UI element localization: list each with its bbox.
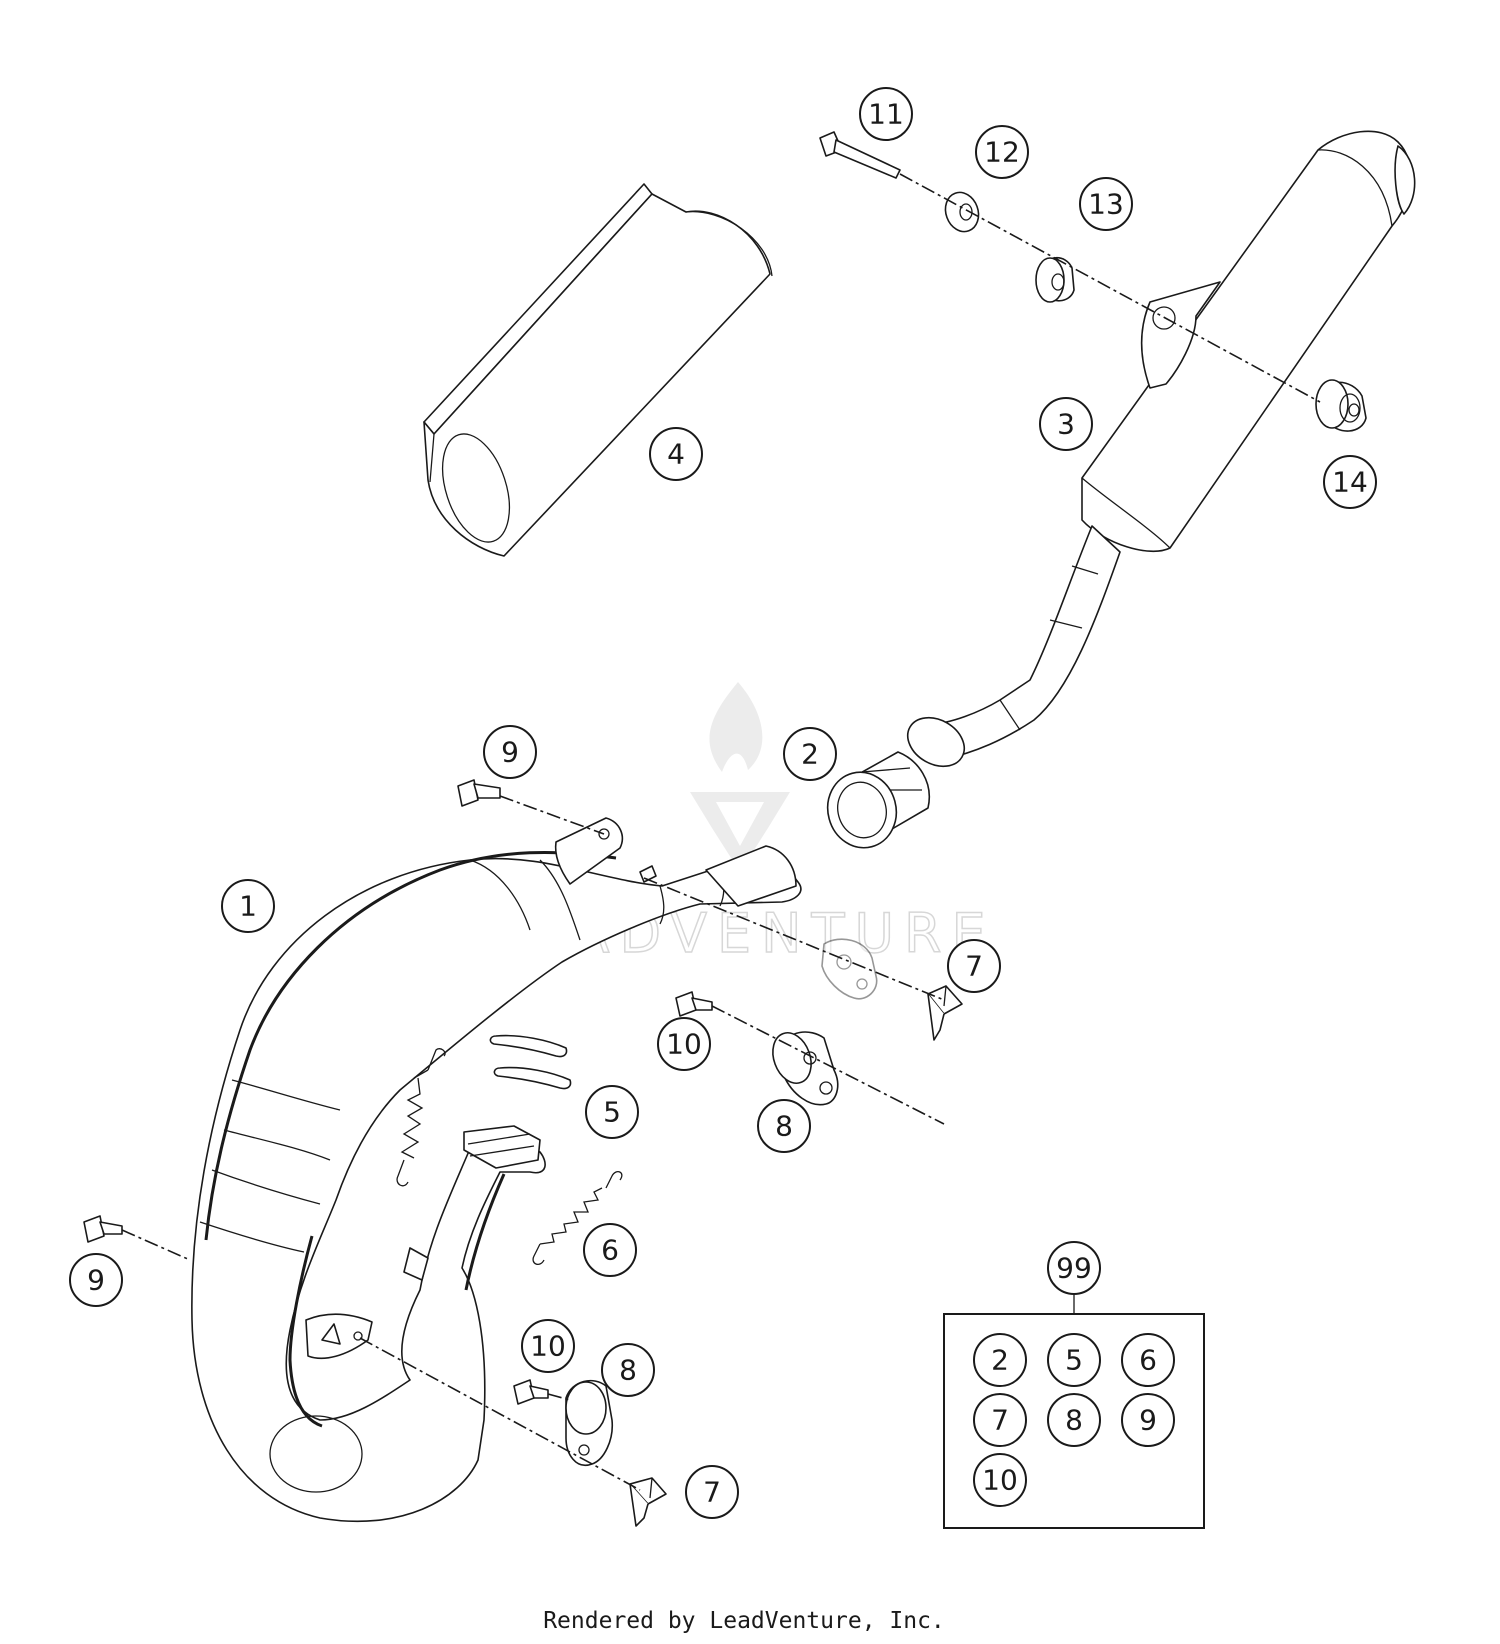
- svg-text:1: 1: [239, 890, 257, 923]
- callout-10-upper: 10: [657, 1017, 711, 1071]
- part-damper-lower: [565, 1379, 614, 1467]
- kit-99-label: 99: [1047, 1241, 1101, 1295]
- svg-text:10: 10: [530, 1330, 566, 1363]
- part-washer: [944, 191, 980, 233]
- callout-1: 1: [221, 879, 275, 933]
- assembly-leader-lines: [121, 173, 1321, 1491]
- svg-text:6: 6: [601, 1234, 619, 1267]
- watermark-flame-icon: [709, 682, 763, 772]
- svg-text:9: 9: [1139, 1404, 1157, 1437]
- svg-text:5: 5: [603, 1096, 621, 1129]
- part-gaskets: [489, 1034, 572, 1090]
- callout-9-lower: 9: [69, 1253, 123, 1307]
- part-bolt-10-lower: [513, 1379, 549, 1405]
- svg-text:7: 7: [965, 950, 983, 983]
- svg-text:9: 9: [501, 736, 519, 769]
- part-bolt-9-lower: [83, 1215, 123, 1243]
- callout-8-middle: 8: [757, 1099, 811, 1153]
- kit-item-4: 7: [973, 1393, 1027, 1447]
- svg-text:14: 14: [1332, 466, 1368, 499]
- callout-9-upper: 9: [483, 725, 537, 779]
- part-bolt-11: [819, 131, 901, 179]
- callout-7-upper: 7: [947, 939, 1001, 993]
- callout-14: 14: [1323, 455, 1377, 509]
- callout-7-lower: 7: [685, 1465, 739, 1519]
- svg-text:5: 5: [1065, 1344, 1083, 1377]
- svg-text:8: 8: [775, 1110, 793, 1143]
- svg-text:4: 4: [667, 438, 685, 471]
- part-grommet-13: [1035, 256, 1075, 303]
- part-heat-shield-sleeve: [423, 183, 773, 557]
- part-silencer: [906, 130, 1416, 768]
- kit-item-5: 8: [1047, 1393, 1101, 1447]
- callout-8-lower: 8: [601, 1343, 655, 1397]
- svg-text:6: 6: [1139, 1344, 1157, 1377]
- part-exhaust-pipe: [191, 817, 802, 1523]
- part-bolt-10-upper: [675, 991, 713, 1017]
- svg-text:3: 3: [1057, 408, 1075, 441]
- callout-13: 13: [1079, 177, 1133, 231]
- part-clip-nut-lower: [629, 1477, 667, 1527]
- svg-text:8: 8: [619, 1354, 637, 1387]
- svg-text:7: 7: [991, 1404, 1009, 1437]
- part-grommet-14: [1315, 379, 1367, 432]
- kit-item-3: 6: [1121, 1333, 1175, 1387]
- callout-6: 6: [583, 1223, 637, 1277]
- kit-99-group: 99 2 5 6 7 8 9 10: [943, 1241, 1205, 1529]
- part-damper-middle: [772, 1031, 839, 1106]
- watermark-v-icon: [690, 792, 790, 872]
- part-bolt-9-upper: [457, 779, 501, 807]
- part-springs: [396, 1048, 623, 1265]
- callout-12: 12: [975, 125, 1029, 179]
- callout-4: 4: [649, 427, 703, 481]
- callout-10-lower: 10: [521, 1319, 575, 1373]
- kit-item-6: 9: [1121, 1393, 1175, 1447]
- svg-text:7: 7: [703, 1476, 721, 1509]
- callout-2: 2: [783, 727, 837, 781]
- callout-11: 11: [859, 87, 913, 141]
- svg-text:2: 2: [991, 1344, 1009, 1377]
- svg-text:99: 99: [1056, 1252, 1092, 1285]
- kit-item-2: 5: [1047, 1333, 1101, 1387]
- svg-text:11: 11: [868, 98, 904, 131]
- svg-text:10: 10: [666, 1028, 702, 1061]
- part-damper-upper-ghost: [821, 938, 878, 1000]
- part-rubber-sleeve: [826, 751, 931, 849]
- part-clip-nut-upper: [927, 985, 963, 1041]
- kit-item-1: 2: [973, 1333, 1027, 1387]
- kit-item-7: 10: [973, 1453, 1027, 1507]
- svg-text:10: 10: [982, 1464, 1018, 1497]
- svg-text:2: 2: [801, 738, 819, 771]
- footer-credit: Rendered by LeadVenture, Inc.: [543, 1608, 945, 1634]
- svg-text:13: 13: [1088, 188, 1124, 221]
- callout-5: 5: [585, 1085, 639, 1139]
- callout-3: 3: [1039, 397, 1093, 451]
- svg-text:9: 9: [87, 1264, 105, 1297]
- svg-text:8: 8: [1065, 1404, 1083, 1437]
- svg-text:12: 12: [984, 136, 1020, 169]
